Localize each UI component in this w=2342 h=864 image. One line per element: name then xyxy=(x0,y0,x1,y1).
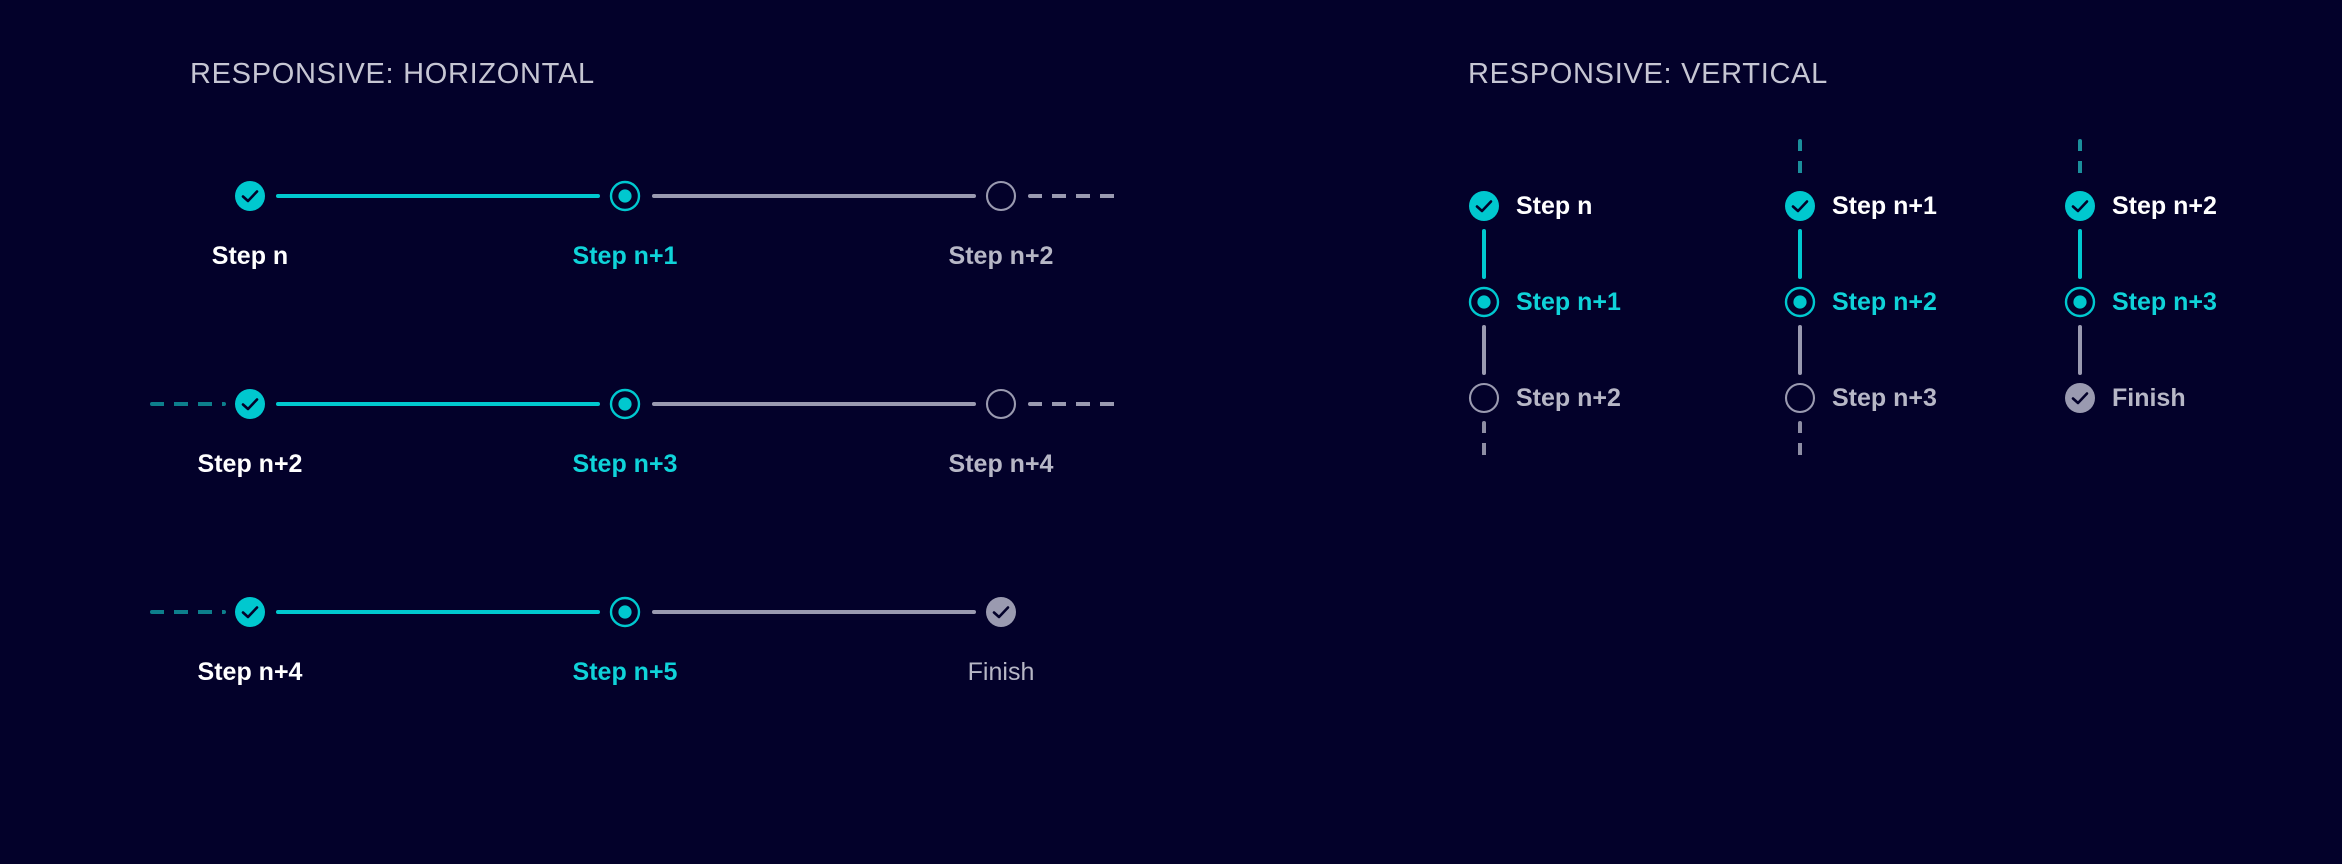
connector-solid-cyan xyxy=(276,610,600,614)
vertical-stepper-column: Step n+2 Step n+3 Finish xyxy=(2064,135,2342,465)
step-indicator-active[interactable] xyxy=(1783,285,1817,319)
horizontal-steppers-group: Step n Step n+1 Step n+2 xyxy=(150,150,1250,710)
step-indicator-completed[interactable] xyxy=(1467,189,1501,223)
step-label[interactable]: Step n+3 xyxy=(1832,384,1937,412)
step-label[interactable]: Step n+2 xyxy=(948,242,1054,270)
connector-dashed-gray-trailing xyxy=(1798,421,1802,461)
connector-solid-gray xyxy=(1482,325,1486,375)
horizontal-stepper-row: Step n Step n+1 Step n+2 xyxy=(150,150,1190,280)
step-indicator-active[interactable] xyxy=(608,179,642,213)
check-circle-filled-icon xyxy=(235,597,265,627)
step-indicator-active[interactable] xyxy=(608,595,642,629)
step-indicator-active[interactable] xyxy=(2063,285,2097,319)
circle-outline-icon xyxy=(1468,382,1500,414)
step-indicator-pending[interactable] xyxy=(984,387,1018,421)
check-circle-gray-icon xyxy=(2065,383,2095,413)
connector-dashed-gray-trailing xyxy=(1028,194,1118,198)
radio-active-icon xyxy=(1784,286,1816,318)
connector-solid-gray xyxy=(1798,325,1802,375)
step-indicator-pending[interactable] xyxy=(1783,381,1817,415)
circle-outline-icon xyxy=(1784,382,1816,414)
horizontal-stepper-row: Step n+2 Step n+3 Step n+4 xyxy=(150,358,1190,488)
step-label[interactable]: Step n+3 xyxy=(572,450,678,478)
section-title-horizontal: RESPONSIVE: HORIZONTAL xyxy=(190,58,595,90)
step-indicator-completed[interactable] xyxy=(233,387,267,421)
connector-solid-cyan xyxy=(1482,229,1486,279)
circle-outline-icon xyxy=(985,180,1017,212)
vertical-stepper-column: Step n+1 Step n+2 Step n+3 xyxy=(1784,135,2084,465)
step-label[interactable]: Step n+1 xyxy=(572,242,678,270)
radio-active-icon xyxy=(609,596,641,628)
step-label[interactable]: Step n+1 xyxy=(1832,192,1937,220)
step-indicator-pending[interactable] xyxy=(1467,381,1501,415)
check-circle-filled-icon xyxy=(1785,191,1815,221)
vertical-stepper-column: Step n Step n+1 Step n+2 xyxy=(1468,135,1768,465)
step-label[interactable]: Step n+4 xyxy=(197,658,303,686)
step-indicator-completed[interactable] xyxy=(2063,189,2097,223)
connector-solid-cyan xyxy=(2078,229,2082,279)
horizontal-stepper-row: Step n+4 Step n+5 Finish xyxy=(150,566,1190,696)
connector-dashed-cyan-leading xyxy=(2078,139,2082,183)
radio-active-icon xyxy=(609,388,641,420)
connector-solid-gray xyxy=(652,194,976,198)
connector-solid-gray xyxy=(652,610,976,614)
step-label[interactable]: Finish xyxy=(967,658,1035,686)
check-circle-gray-icon xyxy=(986,597,1016,627)
step-label[interactable]: Step n+3 xyxy=(2112,288,2217,316)
circle-outline-icon xyxy=(985,388,1017,420)
step-label[interactable]: Step n+2 xyxy=(197,450,303,478)
connector-dashed-cyan-leading xyxy=(150,610,226,614)
check-circle-filled-icon xyxy=(235,389,265,419)
check-circle-filled-icon xyxy=(2065,191,2095,221)
step-indicator-completed[interactable] xyxy=(1783,189,1817,223)
connector-dashed-gray-trailing xyxy=(1482,421,1486,461)
connector-solid-cyan xyxy=(276,402,600,406)
connector-solid-cyan xyxy=(276,194,600,198)
vertical-steppers-group: Step n Step n+1 Step n+2 xyxy=(1468,135,2328,465)
stepper-track xyxy=(150,566,1190,656)
step-label[interactable]: Step n+1 xyxy=(1516,288,1621,316)
check-circle-filled-icon xyxy=(235,181,265,211)
step-indicator-pending[interactable] xyxy=(984,179,1018,213)
section-title-vertical: RESPONSIVE: VERTICAL xyxy=(1468,58,1828,90)
step-indicator-active[interactable] xyxy=(608,387,642,421)
step-indicator-active[interactable] xyxy=(1467,285,1501,319)
step-label[interactable]: Step n+4 xyxy=(948,450,1054,478)
step-indicator-finish[interactable] xyxy=(2063,381,2097,415)
step-label[interactable]: Step n xyxy=(1516,192,1593,220)
step-label[interactable]: Step n+5 xyxy=(572,658,678,686)
connector-solid-gray xyxy=(652,402,976,406)
step-indicator-completed[interactable] xyxy=(233,179,267,213)
step-label[interactable]: Step n xyxy=(211,242,289,270)
connector-dashed-gray-trailing xyxy=(1028,402,1118,406)
step-label[interactable]: Step n+2 xyxy=(1832,288,1937,316)
stepper-track xyxy=(150,150,1190,240)
step-label[interactable]: Step n+2 xyxy=(2112,192,2217,220)
connector-dashed-cyan-leading xyxy=(1798,139,1802,183)
step-indicator-finish[interactable] xyxy=(984,595,1018,629)
step-label[interactable]: Finish xyxy=(2112,384,2186,412)
radio-active-icon xyxy=(609,180,641,212)
connector-solid-cyan xyxy=(1798,229,1802,279)
step-label[interactable]: Step n+2 xyxy=(1516,384,1621,412)
connector-dashed-cyan-leading xyxy=(150,402,226,406)
check-circle-filled-icon xyxy=(1469,191,1499,221)
stepper-track xyxy=(150,358,1190,448)
step-indicator-completed[interactable] xyxy=(233,595,267,629)
radio-active-icon xyxy=(1468,286,1500,318)
connector-solid-gray xyxy=(2078,325,2082,375)
radio-active-icon xyxy=(2064,286,2096,318)
